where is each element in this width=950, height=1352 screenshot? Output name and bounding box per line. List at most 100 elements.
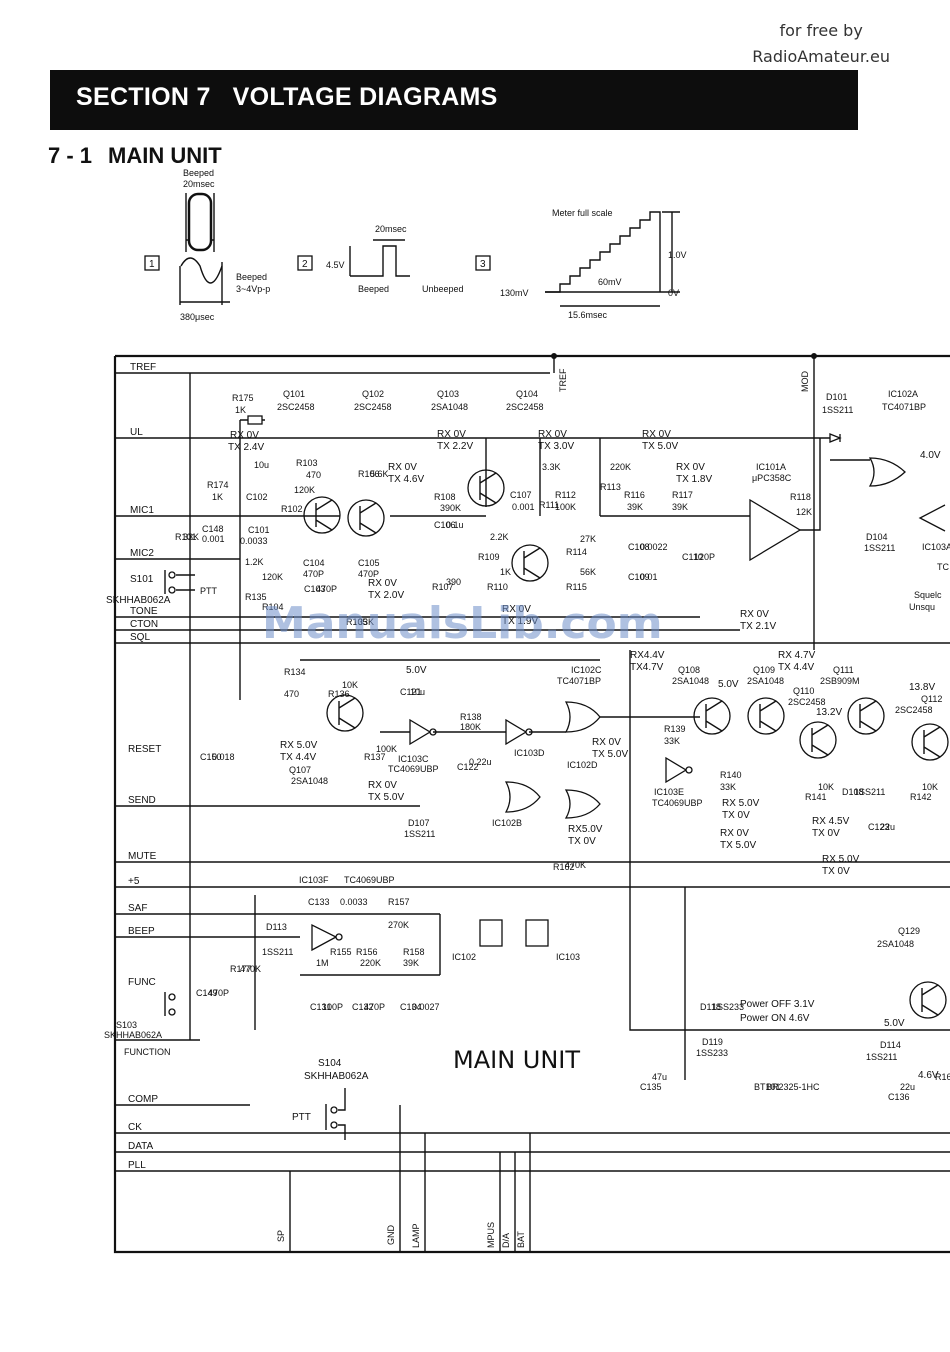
- switch-s101: SKHHAB062A PTT: [106, 570, 218, 606]
- ic103f-part: TC4069UBP: [344, 875, 395, 885]
- line-func: FUNC: [128, 977, 156, 988]
- c148-ref: C148: [202, 524, 224, 534]
- r107-ref: R107: [432, 582, 454, 592]
- r111-ref: R111: [539, 500, 559, 510]
- r162-val: 470K: [565, 860, 586, 870]
- v-rail-tx: TX 5.0V: [642, 441, 678, 452]
- c132-val: 470P: [364, 1002, 385, 1012]
- section-number: SECTION 7: [76, 83, 211, 111]
- c148-val: 0.001: [202, 534, 225, 544]
- c102-val: 10u: [254, 460, 269, 470]
- r115-val: 56K: [580, 567, 596, 577]
- ic101a-part: μPC358C: [752, 473, 792, 483]
- line-beep: BEEP: [128, 926, 155, 937]
- c101-ref: C101: [248, 525, 270, 535]
- bt101-part: BR2325-1HC: [766, 1082, 820, 1092]
- c101-val: 0.0033: [240, 536, 268, 546]
- q102-part: 2SC2458: [354, 402, 392, 412]
- ic-power-blocks: IC102 IC103: [452, 919, 580, 962]
- waveform-3-period: 15.6msec: [568, 310, 608, 320]
- vertical-mod: MOD: [800, 371, 810, 392]
- r118-val: 12K: [796, 507, 812, 517]
- bt101-ref: BT101: [754, 1082, 781, 1092]
- v-q104-tx: TX 2.2V: [437, 441, 473, 452]
- ic102a-ref: IC102A: [888, 389, 918, 399]
- waveform-2-box: [297, 255, 313, 271]
- v-q102-rx: RX 0V: [388, 462, 417, 473]
- line-mic2: MIC2: [130, 548, 154, 559]
- waveform-2-pulse: [350, 245, 410, 277]
- q107-ref: Q107: [289, 765, 311, 775]
- line-comp: COMP: [128, 1094, 158, 1105]
- v-q108-tx: TX4.7V: [630, 662, 664, 673]
- v-r111-rx: RX 0V: [538, 429, 567, 440]
- ic103c-ref: IC103C: [398, 754, 429, 764]
- ic101a-ref: IC101A: [756, 462, 786, 472]
- ic103f-ref: IC103F: [299, 875, 329, 885]
- r109-val: 2.2K: [490, 532, 509, 542]
- c109-ref: C109: [628, 572, 650, 582]
- waveform-1: 1 Beeped 20msec Beeped 3~4Vp-p 380μsec: [144, 168, 270, 322]
- r174-ref: R174: [207, 480, 229, 490]
- wiring: [189, 373, 950, 1080]
- v-mid-tx: TX 5.0V: [720, 840, 756, 851]
- d104-part: 1SS211: [864, 543, 895, 553]
- c121-val: 10u: [410, 687, 425, 697]
- waveform-1-time: 380μsec: [180, 312, 215, 322]
- transistor-q104: Q104 2SC2458: [506, 389, 549, 582]
- s104-label: PTT: [292, 1112, 311, 1123]
- line-tone: TONE: [130, 606, 158, 617]
- c123-val: 22u: [880, 822, 895, 832]
- line-tref: TREF: [130, 362, 156, 373]
- vertical-tref: TREF: [558, 368, 568, 392]
- line-ul: UL: [130, 427, 143, 438]
- c136-ref: C136: [888, 1092, 910, 1102]
- voltage-annotations: RX 0V TX 2.4V RX 0V TX 2.2V RX 0V TX 3.0…: [228, 429, 941, 1081]
- v-q107-rx: RX 5.0V: [280, 740, 318, 751]
- r177-ref: R177: [230, 964, 252, 974]
- d119-part: 1SS233: [696, 1048, 728, 1058]
- line-function: FUNCTION: [124, 1047, 171, 1057]
- waveform-3: 3 Meter full scale 1.0V 0V 130mV 60mV 15…: [475, 208, 687, 320]
- c131-val: 100P: [322, 1002, 343, 1012]
- r138-val: 180K: [460, 722, 481, 732]
- q102-ref: Q102: [362, 389, 384, 399]
- q112-ref: Q112: [921, 694, 942, 704]
- waveform-3-step: 60mV: [598, 277, 622, 287]
- line-mic1: MIC1: [130, 505, 154, 516]
- overlay-watermark: ManualsLib.com: [262, 598, 663, 649]
- v-q108-5v: 5.0V: [718, 679, 739, 690]
- d101-ref: D101: [826, 392, 848, 402]
- waveform-3-v0: 0V: [668, 288, 679, 298]
- line-reset: RESET: [128, 744, 161, 755]
- c107-ref: C107: [510, 490, 532, 500]
- c105-val: 470P: [358, 569, 379, 579]
- d104-ref: D104: [866, 532, 888, 542]
- line-ck: CK: [128, 1122, 142, 1133]
- pin-lamp: LAMP: [411, 1223, 421, 1248]
- ic101a: IC101A μPC358C: [749, 462, 802, 562]
- c102-ref: C102: [246, 492, 268, 502]
- r116-val: 39K: [627, 502, 643, 512]
- r110-val: 1K: [500, 567, 511, 577]
- line-sql: SQL: [130, 632, 150, 643]
- r108-ref: R108: [434, 492, 456, 502]
- v-r140-rx: RX 5.0V: [722, 798, 760, 809]
- watermark-link[interactable]: RadioAmateur.eu: [752, 47, 890, 66]
- q110-ref: Q110: [793, 686, 814, 696]
- r101-val: 33K: [183, 532, 199, 542]
- v-op-rx: RX 0V: [676, 462, 705, 473]
- c109-val: 0.01: [640, 572, 658, 582]
- waveform-1-top2: 20msec: [183, 179, 215, 189]
- switch-s103: S103 SKHHAB062A: [104, 992, 176, 1040]
- waveform-3-staircase: [545, 211, 661, 293]
- waveform-2-level: 4.5V: [326, 260, 345, 270]
- v-q102e-tx: TX 2.0V: [368, 590, 404, 601]
- c135-ref: C135: [640, 1082, 662, 1092]
- q107-part: 2SA1048: [291, 776, 328, 786]
- r174-val: 1K: [212, 492, 223, 502]
- ic102c-ref: IC102C: [571, 665, 602, 675]
- d113-part: 1SS211: [262, 947, 293, 957]
- r175-val: 1K: [235, 405, 246, 415]
